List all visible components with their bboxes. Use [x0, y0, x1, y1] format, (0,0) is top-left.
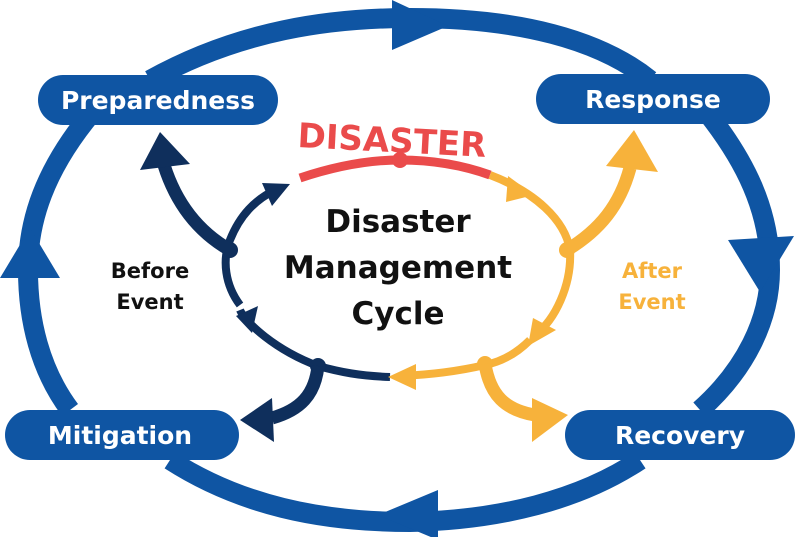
left-arrowhead: [0, 228, 60, 278]
after-event-label: After Event: [618, 259, 685, 314]
response-label: Response: [585, 85, 721, 114]
preparedness-label: Preparedness: [61, 86, 255, 115]
stage-response: Response: [536, 74, 770, 124]
center-title: Disaster Management Cycle: [284, 204, 512, 332]
top-arrowhead: [392, 0, 448, 50]
to-mitigation-arrowhead: [240, 398, 274, 442]
stage-mitigation: Mitigation: [5, 410, 239, 460]
orange-top-arrowhead: [506, 176, 534, 202]
before-event-line-1: Before: [111, 259, 189, 283]
disaster-node: [392, 152, 408, 168]
to-preparedness-arrowhead: [140, 132, 190, 170]
bottom-arrowhead: [378, 490, 438, 537]
orange-bottom-arrowhead: [388, 364, 416, 390]
recovery-label: Recovery: [615, 421, 745, 450]
inner-arrowheads: [236, 176, 556, 390]
title-line-1: Disaster: [325, 204, 471, 240]
navy-top-arrowhead: [262, 183, 290, 206]
before-event-label: Before Event: [111, 259, 189, 314]
stage-recovery: Recovery: [565, 410, 795, 460]
before-event-line-2: Event: [116, 290, 183, 314]
stage-preparedness: Preparedness: [38, 75, 278, 125]
navy-left-arrowhead: [236, 306, 258, 333]
branch-arrows: [140, 130, 658, 442]
title-line-2: Management: [284, 250, 512, 286]
mitigation-label: Mitigation: [48, 421, 192, 450]
orange-right-arrowhead: [528, 318, 556, 346]
to-response-arrowhead: [606, 130, 658, 172]
disaster-label: DISASTER: [297, 116, 488, 166]
to-recovery-arrowhead: [532, 398, 568, 442]
right-arrowhead: [728, 236, 794, 292]
title-line-3: Cycle: [352, 296, 445, 332]
after-event-line-1: After: [622, 259, 683, 283]
after-event-line-2: Event: [618, 290, 685, 314]
